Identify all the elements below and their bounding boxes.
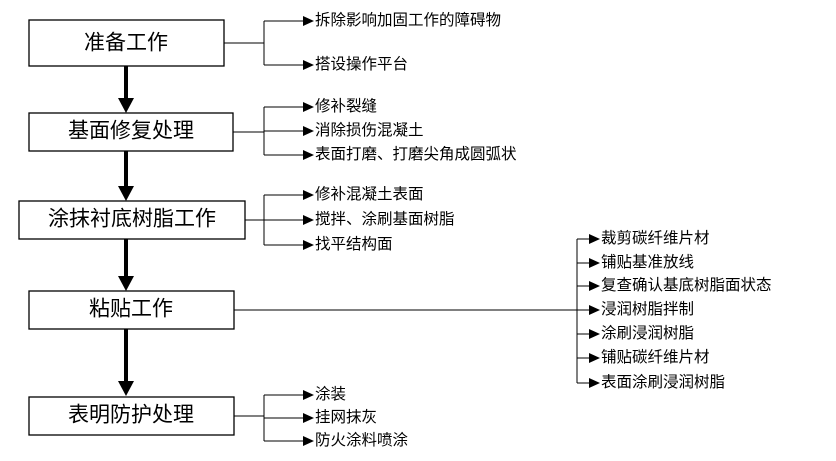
step-3-task-3-label: 找平结构面 xyxy=(315,235,393,253)
flow-arrow-4-5 xyxy=(118,329,134,396)
step-5-box xyxy=(28,396,235,436)
step-4-task-6: 铺贴碳纤维片材 xyxy=(577,348,710,366)
step-4-task-2: 铺贴基准放线 xyxy=(577,253,694,271)
step-2-task-1: 修补裂缝 xyxy=(264,97,377,115)
step-2-group: 基面修复处理 修补裂缝 消除损伤混凝土 表面打磨、打磨尖角成圆弧状 xyxy=(28,97,517,163)
step-3-task-1-label: 修补混凝土表面 xyxy=(315,185,424,203)
flow-arrowhead-icon xyxy=(118,186,134,201)
step-5-group: 表明防护处理 涂装 挂网抹灰 防火涂料喷涂 xyxy=(28,385,408,449)
step-4-task-3-label: 复查确认基底树脂面状态 xyxy=(601,276,772,294)
arrowhead-icon xyxy=(303,190,314,200)
arrowhead-icon xyxy=(303,390,314,400)
step-4-task-2-label: 铺贴基准放线 xyxy=(601,253,694,271)
step-2-task-1-label: 修补裂缝 xyxy=(315,97,377,115)
step-4-task-4: 浸润树脂拌制 xyxy=(577,300,694,318)
step-2-task-3-label: 表面打磨、打磨尖角成圆弧状 xyxy=(315,145,517,163)
step-1-group: 准备工作 拆除影响加固工作的障碍物 搭设操作平台 xyxy=(28,11,501,73)
arrowhead-icon xyxy=(589,258,600,268)
arrowhead-icon xyxy=(303,16,314,26)
arrowhead-icon xyxy=(303,215,314,225)
flow-arrow-2-3 xyxy=(118,151,134,201)
arrowhead-icon xyxy=(303,436,314,446)
step-2-task-2: 消除损伤混凝土 xyxy=(264,121,424,139)
step-1-task-2-label: 搭设操作平台 xyxy=(315,55,408,73)
step-2-box xyxy=(28,112,234,152)
step-1-task-1-label: 拆除影响加固工作的障碍物 xyxy=(315,11,501,29)
step-5-task-3-label: 防火涂料喷涂 xyxy=(315,431,408,449)
step-4-task-4-label: 浸润树脂拌制 xyxy=(601,300,694,318)
flow-arrowhead-icon xyxy=(118,276,134,291)
step-3-task-3: 找平结构面 xyxy=(264,235,393,253)
step-4-task-5: 涂刷浸润树脂 xyxy=(577,324,694,342)
arrowhead-icon xyxy=(589,378,600,388)
arrowhead-icon xyxy=(303,126,314,136)
arrowhead-icon xyxy=(589,234,600,244)
step-1-box xyxy=(28,19,225,67)
arrowhead-icon xyxy=(589,305,600,315)
step-4-task-6-label: 铺贴碳纤维片材 xyxy=(601,348,710,366)
step-1-task-1: 拆除影响加固工作的障碍物 xyxy=(264,11,501,29)
flow-arrowhead-icon xyxy=(118,381,134,396)
arrowhead-icon xyxy=(589,353,600,363)
step-4-task-3: 复查确认基底树脂面状态 xyxy=(577,276,772,294)
step-5-task-2-label: 挂网抹灰 xyxy=(315,408,377,426)
step-5-task-1-label: 涂装 xyxy=(315,385,346,403)
arrowhead-icon xyxy=(589,329,600,339)
step-4-task-7-label: 表面涂刷浸润树脂 xyxy=(601,373,725,391)
step-4-task-5-label: 涂刷浸润树脂 xyxy=(601,324,694,342)
step-4-task-1: 裁剪碳纤维片材 xyxy=(577,229,710,247)
flow-arrow-3-4 xyxy=(118,239,134,291)
step-5-label: 表明防护处理 xyxy=(68,403,194,427)
step-5-task-1: 涂装 xyxy=(264,385,346,403)
step-1-label: 准备工作 xyxy=(84,31,168,55)
step-4-task-7: 表面涂刷浸润树脂 xyxy=(577,373,725,391)
step-2-task-3: 表面打磨、打磨尖角成圆弧状 xyxy=(264,145,517,163)
arrowhead-icon xyxy=(303,413,314,423)
arrowhead-icon xyxy=(303,60,314,70)
arrowhead-icon xyxy=(303,102,314,112)
step-4-label: 粘贴工作 xyxy=(89,297,173,321)
step-5-task-3: 防火涂料喷涂 xyxy=(264,431,408,449)
arrowhead-icon xyxy=(303,240,314,250)
step-5-task-2: 挂网抹灰 xyxy=(264,408,377,426)
step-3-group: 涂抹衬底树脂工作 修补混凝土表面 搅拌、涂刷基面树脂 找平结构面 xyxy=(18,185,455,253)
step-3-task-2: 搅拌、涂刷基面树脂 xyxy=(264,210,455,228)
step-3-task-1: 修补混凝土表面 xyxy=(264,185,424,203)
step-2-task-2-label: 消除损伤混凝土 xyxy=(315,121,424,139)
step-4-group: 粘贴工作 裁剪碳纤维片材 铺贴基准放线 复查确认基底树脂面状态 浸润树脂拌制 涂… xyxy=(28,229,772,391)
step-1-task-2: 搭设操作平台 xyxy=(264,55,408,73)
step-2-label: 基面修复处理 xyxy=(68,119,194,143)
step-3-task-2-label: 搅拌、涂刷基面树脂 xyxy=(315,210,455,228)
arrowhead-icon xyxy=(589,281,600,291)
flow-arrow-1-2 xyxy=(118,66,134,113)
step-4-task-1-label: 裁剪碳纤维片材 xyxy=(601,229,710,247)
arrowhead-icon xyxy=(303,150,314,160)
step-3-label: 涂抹衬底树脂工作 xyxy=(48,207,216,231)
flow-arrowhead-icon xyxy=(118,98,134,113)
